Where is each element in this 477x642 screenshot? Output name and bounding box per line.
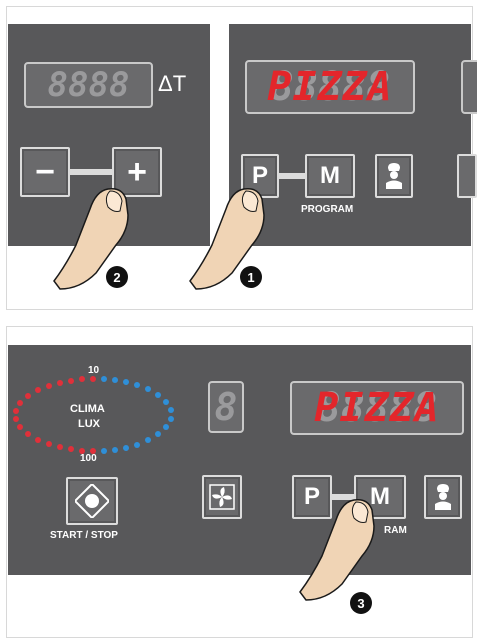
delta-t-label: ΔT — [158, 71, 186, 97]
start-stop-button[interactable] — [66, 477, 118, 525]
bottom-chef-button[interactable] — [424, 475, 462, 519]
fan-button[interactable] — [202, 475, 242, 519]
scale-bottom-label: 100 — [80, 453, 97, 464]
chef-icon — [383, 162, 405, 190]
clima-label-1: CLIMA — [70, 403, 105, 415]
fan-icon — [208, 483, 236, 511]
program-display-partial — [461, 60, 477, 114]
partial-button[interactable] — [457, 154, 477, 198]
temperature-display: 8888 — [24, 62, 153, 108]
program-display-text: PIZZA — [247, 62, 413, 112]
bottom-program-display-text: PIZZA — [292, 383, 462, 433]
m-key-label: M — [320, 162, 340, 190]
step-1-badge: 1 — [240, 266, 262, 288]
small-display-ghost: 8 — [210, 383, 242, 431]
bottom-program-display: 88888 PIZZA — [290, 381, 464, 435]
temperature-display-ghost: 8888 — [26, 64, 151, 106]
step-3-badge: 3 — [350, 592, 372, 614]
clima-label-2: LUX — [78, 418, 100, 430]
finger-pressing-plus — [50, 185, 160, 295]
program-label: PROGRAM — [301, 204, 353, 215]
step-2-badge: 2 — [106, 266, 128, 288]
program-display: 88888 PIZZA — [245, 60, 415, 114]
minus-plus-connector — [70, 169, 112, 175]
m-button[interactable]: M — [305, 154, 355, 198]
p-m-connector — [279, 173, 305, 179]
scale-top-label: 10 — [88, 365, 99, 376]
clima-lux-ring — [10, 367, 180, 467]
start-stop-icon — [75, 484, 109, 518]
start-stop-label: START / STOP — [50, 530, 118, 541]
bottom-chef-icon — [432, 483, 454, 511]
small-display: 8 — [208, 381, 244, 433]
chef-button[interactable] — [375, 154, 413, 198]
finger-pressing-m — [296, 496, 406, 606]
